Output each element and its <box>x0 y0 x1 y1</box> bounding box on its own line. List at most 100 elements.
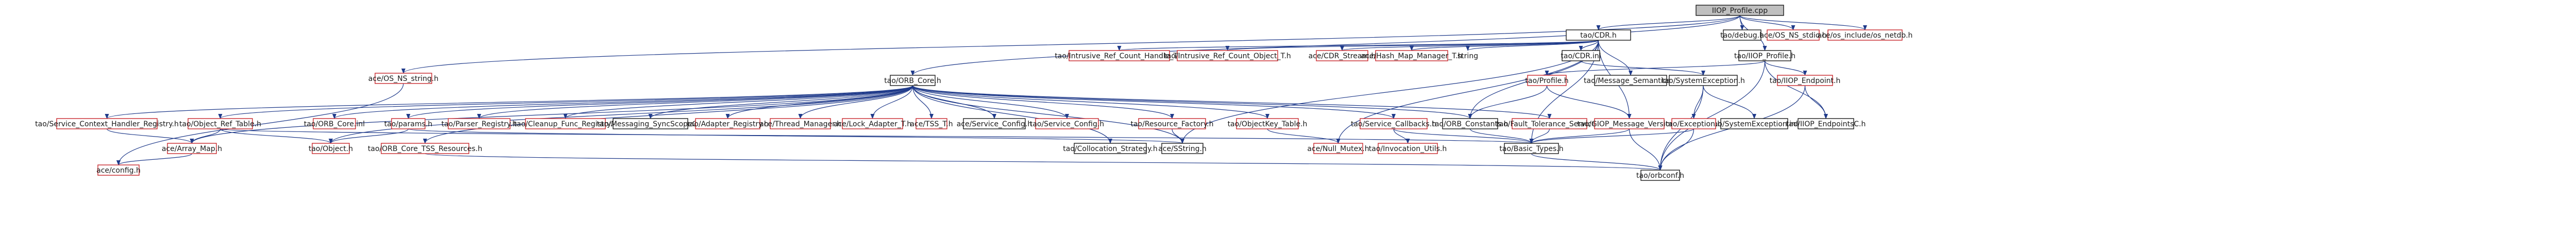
node-intrusive-handle[interactable]: tao/Intrusive_Ref_Count_Handle_T.h <box>1055 50 1184 61</box>
node-box <box>1798 118 1854 129</box>
node-intrusive-object[interactable]: tao/Intrusive_Ref_Count_Object_T.h <box>1164 50 1291 61</box>
node-objectkey-table[interactable]: tao/ObjectKey_Table.h <box>1228 118 1308 129</box>
node-params-h[interactable]: tao/params.h <box>384 118 432 129</box>
edge-orb_core_h-to-service_callbacks <box>912 85 1396 119</box>
node-box <box>1161 143 1204 154</box>
edge-exception_h-to-basic_types <box>1529 128 1694 144</box>
node-label: tao/Parser_Registry.h <box>442 120 517 128</box>
node-service-callbacks[interactable]: tao/Service_Callbacks.h <box>1351 118 1436 129</box>
node-array-map[interactable]: ace/Array_Map.h <box>162 143 222 154</box>
node-fault-tolerance[interactable]: tao/Fault_Tolerance_Service.h <box>1496 118 1603 129</box>
node-orb-core-h[interactable]: tao/ORB_Core.h <box>884 75 941 86</box>
edge-orb_core_h-to-orb_constants <box>912 85 1472 119</box>
node-iiop-endpoint-h[interactable]: tao/IIOP_Endpoint.h <box>1770 75 1841 86</box>
node-exception-h[interactable]: tao/Exception.h <box>1666 118 1722 129</box>
node-label: ace/CDR_Stream.h <box>1309 52 1376 60</box>
node-label: tao/orbconf.h <box>1636 172 1684 180</box>
node-label: ace/Hash_Map_Manager_T.h <box>1361 52 1462 60</box>
node-cleanup-func-registry[interactable]: tao/Cleanup_Func_Registry.h <box>514 118 617 129</box>
node-label: tao/Basic_Types.h <box>1499 145 1563 153</box>
edge-orb_core_h-to-lock_adapter <box>870 85 913 119</box>
node-label: tao/Service_Callbacks.h <box>1351 120 1436 128</box>
node-orbconf[interactable]: tao/orbconf.h <box>1636 170 1684 181</box>
node-box <box>1442 118 1498 129</box>
node-adapter-registry[interactable]: tao/Adapter_Registry.h <box>687 118 769 129</box>
node-label: tao/CDR.inl <box>1561 52 1601 60</box>
node-orb-core-inl[interactable]: tao/ORB_Core.inl <box>304 118 365 129</box>
node-cdr-inl[interactable]: tao/CDR.inl <box>1561 50 1601 61</box>
node-label: tao/Messaging_SyncScopeC.h <box>597 120 704 128</box>
edge-object_ref_table-to-basic_types <box>219 128 1533 144</box>
node-box <box>1566 29 1631 41</box>
node-service-config-tao[interactable]: tao/Service_Config.h <box>1030 118 1104 129</box>
node-root[interactable]: IIOP_Profile.cpp <box>1696 5 1784 16</box>
node-box <box>1069 50 1170 61</box>
node-box <box>312 143 350 154</box>
edge-object_ref_table-to-array_map <box>190 128 221 144</box>
node-debug-h[interactable]: tao/debug.h <box>1720 29 1764 41</box>
edge-iiop_profile_h-to-orbconf <box>1658 60 1766 171</box>
node-null-mutex[interactable]: ace/Null_Mutex.h <box>1307 143 1369 154</box>
edge-system_exception_h-to-system_exception_inl <box>1703 85 1756 119</box>
node-box <box>448 118 511 129</box>
node-lock-adapter[interactable]: ace/Lock_Adapter_T.h <box>834 118 911 129</box>
node-resource-factory[interactable]: tao/Resource_Factory.h <box>1130 118 1214 129</box>
node-label: tao/IIOP_EndpointsC.h <box>1786 120 1866 128</box>
node-label: tao/Cleanup_Func_Registry.h <box>514 120 617 128</box>
node-iiop-profile-h[interactable]: tao/IIOP_Profile.h <box>1734 50 1795 61</box>
node-system-exception-h[interactable]: tao/SystemException.h <box>1662 75 1745 86</box>
node-object-ref-table[interactable]: tao/Object_Ref_Table.h <box>179 118 261 129</box>
node-basic-types[interactable]: tao/Basic_Types.h <box>1499 143 1564 154</box>
node-parser-registry[interactable]: tao/Parser_Registry.h <box>442 118 517 129</box>
node-orb-constants[interactable]: tao/ORB_Constants.h <box>1432 118 1509 129</box>
node-thread-manager[interactable]: ace/Thread_Manager.h <box>759 118 841 129</box>
edge-root-to-os_ns_string <box>401 15 1740 74</box>
node-service-context-registry[interactable]: tao/Service_Context_Handler_Registry.h <box>35 118 179 129</box>
node-tss-t[interactable]: ace/TSS_T.h <box>910 118 953 129</box>
node-label: tao/ORB_Core_TSS_Resources.h <box>368 145 482 153</box>
node-label: tao/Service_Context_Handler_Registry.h <box>35 120 179 128</box>
edge-root-to-orb_core_h <box>910 15 1740 76</box>
node-box <box>97 164 140 176</box>
node-profile-h[interactable]: tao/Profile.h <box>1525 75 1569 86</box>
node-message-semantics[interactable]: tao/Message_Semantics.h <box>1584 75 1677 86</box>
node-box <box>1527 75 1567 86</box>
node-os-ns-stdio[interactable]: ace/OS_NS_stdio.h <box>1759 29 1827 41</box>
node-service-config-ace[interactable]: ace/Service_Config.h <box>957 118 1032 129</box>
node-box <box>1074 143 1147 154</box>
node-collocation-strategy[interactable]: tao/Collocation_Strategy.h <box>1063 143 1158 154</box>
node-giop-message-version[interactable]: tao/GIOP_Message_Version.h <box>1578 118 1682 129</box>
node-box <box>525 118 606 129</box>
edge-cdr_h-to-message_semantics <box>1598 40 1633 76</box>
node-box <box>1035 118 1099 129</box>
node-os-ns-netdb[interactable]: ace/os_include/os_netdb.h <box>1818 29 1913 41</box>
edge-service_callbacks-to-basic_types <box>1393 128 1534 144</box>
node-sstring[interactable]: ace/SString.h <box>1158 143 1207 154</box>
node-hash-map-manager[interactable]: ace/Hash_Map_Manager_T.h <box>1361 50 1463 61</box>
node-label: string <box>1458 52 1478 60</box>
node-config-h[interactable]: ace/config.h <box>96 164 141 176</box>
node-box <box>842 118 903 129</box>
node-iiop-endpoints-c[interactable]: tao/IIOP_EndpointsC.h <box>1786 118 1866 129</box>
node-os-ns-string[interactable]: ace/OS_NS_string.h <box>368 73 438 84</box>
node-cdr-h[interactable]: tao/CDR.h <box>1566 29 1631 41</box>
node-ace-cdr-stream[interactable]: ace/CDR_Stream.h <box>1309 50 1376 61</box>
node-box <box>1375 50 1448 61</box>
node-box <box>1594 118 1665 129</box>
edge-orb_core_h-to-service_config_tao <box>912 85 1069 119</box>
edge-orb_core_h-to-resource_factory <box>912 85 1174 119</box>
node-messaging-syncscopec[interactable]: tao/Messaging_SyncScopeC.h <box>597 118 704 129</box>
edge-orb_core_h-to-fault_tolerance <box>912 85 1552 119</box>
node-orb-core-tss[interactable]: tao/ORB_Core_TSS_Resources.h <box>368 143 482 154</box>
edge-orb_core_h-to-objectkey_table <box>912 85 1269 119</box>
node-label: tao/Object_Ref_Table.h <box>179 120 261 128</box>
node-label: tao/GIOP_Message_Version.h <box>1578 120 1682 128</box>
node-label: tao/Intrusive_Ref_Count_Object_T.h <box>1164 52 1291 60</box>
node-label: tao/ORB_Core.inl <box>304 120 365 128</box>
node-box <box>1738 50 1791 61</box>
node-invocation-units[interactable]: tao/Invocation_Utils.h <box>1369 143 1447 154</box>
edge-cdr_inl-to-system_exception_h <box>1580 60 1705 76</box>
node-object-h[interactable]: tao/Object.h <box>309 143 353 154</box>
node-system-exception-inl[interactable]: tao/SystemException.inl <box>1710 118 1798 129</box>
node-label: tao/Message_Semantics.h <box>1584 77 1677 85</box>
